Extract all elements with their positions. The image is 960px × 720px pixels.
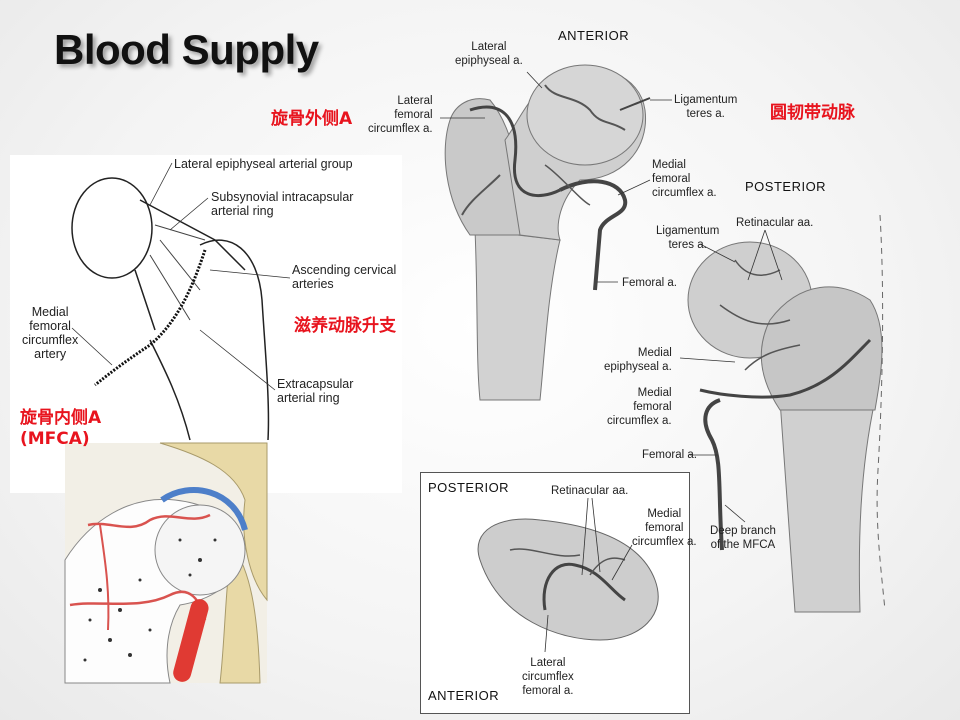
anterior-femoral-label: Femoral a. [622, 277, 677, 289]
posterior-medial-epiphyseal-label: Medial epiphyseal a. [604, 347, 672, 373]
posterior-femoral-label: Femoral a. [642, 449, 697, 461]
left-extracapsular-label: Extracapsular arterial ring [277, 377, 354, 405]
left-ascending-cervical-label: Ascending cervical arteries [292, 263, 397, 291]
anterior-ligamentum-teres-label: Ligamentum teres a. [674, 94, 738, 120]
left-medial-femoral-label: Medial femoral circumflex artery [22, 305, 79, 361]
slide-title: Blood Supply [54, 26, 319, 73]
posterior-header: POSTERIOR [745, 179, 827, 194]
posterior-ligamentum-teres-label: Ligamentum teres a. [656, 225, 720, 251]
posterior-retinacular-label: Retinacular aa. [736, 217, 814, 229]
anterior-header: ANTERIOR [558, 28, 630, 43]
inset-lateral-circumflex-label: Lateral circumflex femoral a. [522, 657, 574, 697]
anterior-medial-femoral-circumflex-label: Medial femoral circumflex a. [652, 159, 717, 199]
posterior-medial-femoral-circumflex-label: Medial femoral circumflex a. [607, 387, 672, 427]
cn-nutrient-ascending-label: 滋养动脉升支 [294, 316, 396, 336]
cn-lateral-circumflex-label: 旋骨外侧A [271, 109, 353, 129]
posterior-deep-branch-label: Deep branch of the MFCA [710, 525, 776, 551]
cn-mfca-label: (MFCA) [20, 429, 90, 449]
inset-posterior-header: POSTERIOR [428, 480, 510, 495]
cn-medial-circumflex-label: 旋骨内侧A [20, 408, 102, 428]
anterior-lateral-epiphyseal-label: Lateral epiphyseal a. [455, 41, 523, 67]
inset-anterior-header: ANTERIOR [428, 688, 500, 703]
left-subsynovial-label: Subsynovial intracapsular arterial ring [211, 190, 354, 218]
inset-retinacular-label: Retinacular aa. [551, 485, 629, 497]
inset-medial-femoral-circumflex-label: Medial femoral circumflex a. [632, 508, 697, 548]
anterior-lateral-femoral-circumflex-label: Lateral femoral circumflex a. [368, 95, 433, 135]
left-lateral-epiphyseal-label: Lateral epiphyseal arterial group [174, 157, 353, 171]
cn-ligamentum-artery-label: 圆韧带动脉 [770, 103, 855, 123]
